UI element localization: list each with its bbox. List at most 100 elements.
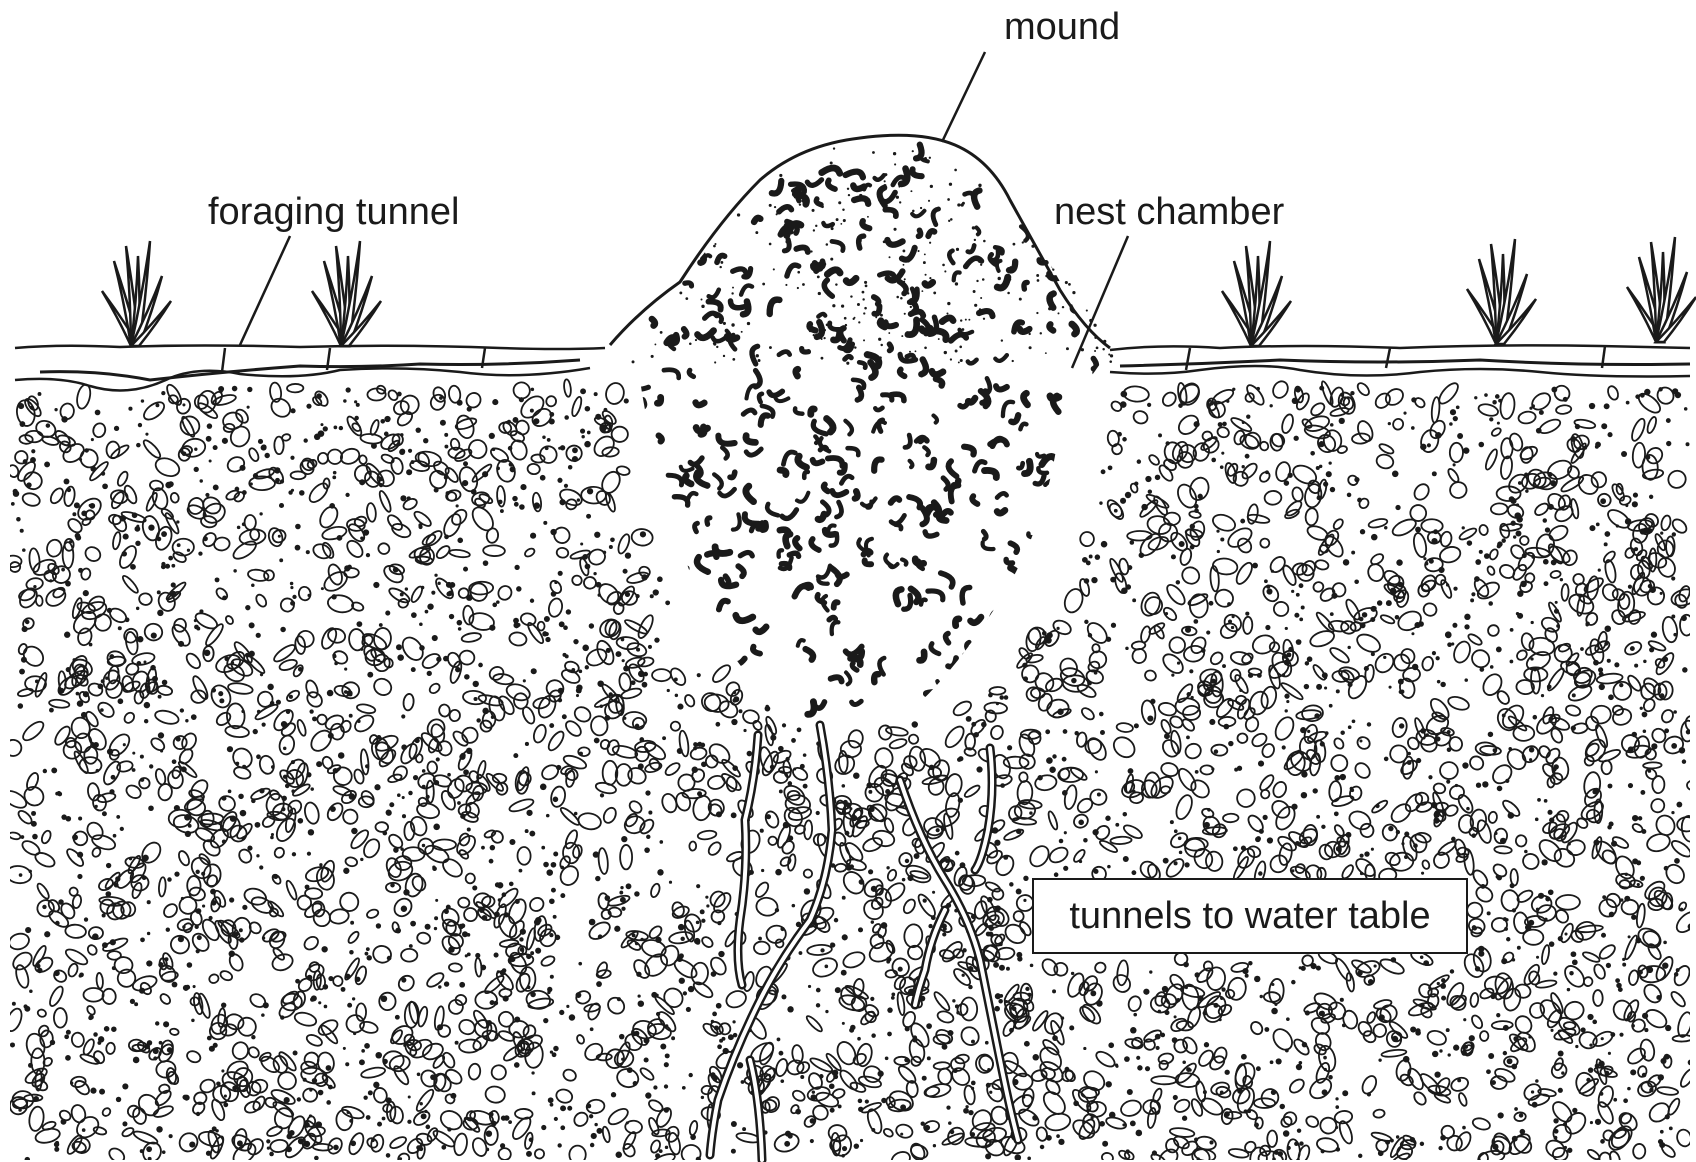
mound-stipple-dot — [802, 283, 805, 286]
nest-gallery — [717, 255, 725, 262]
soil-pebble — [777, 1038, 781, 1042]
soil-pebble — [258, 439, 263, 444]
soil-pebble — [278, 734, 296, 756]
soil-pebble — [946, 1106, 950, 1110]
soil-pebble — [517, 392, 547, 422]
soil-pebble — [384, 416, 390, 422]
soil-pebble — [1040, 1145, 1045, 1150]
soil-pebble — [541, 1125, 546, 1130]
soil-pebble — [288, 490, 292, 494]
soil-pebble — [410, 921, 416, 927]
soil-pebble — [285, 880, 299, 901]
soil-pebble — [327, 690, 334, 697]
soil-pebble — [1446, 583, 1449, 586]
soil-pebble — [295, 545, 301, 551]
soil-pebble — [775, 869, 782, 876]
soil-pebble — [520, 484, 526, 490]
soil-pebble — [332, 475, 336, 479]
soil-pebble — [1440, 983, 1446, 989]
soil-pebble — [1498, 1112, 1504, 1118]
soil-pebble — [213, 445, 218, 450]
soil-pebble — [1517, 613, 1523, 619]
soil-pebble — [25, 431, 43, 443]
soil-pebble — [513, 622, 519, 628]
mound-stipple-dot — [955, 282, 958, 285]
soil-pebble — [1083, 838, 1088, 843]
mound-stipple-dot — [1065, 281, 1068, 284]
soil-pebble — [333, 471, 337, 475]
nest-gallery — [981, 661, 989, 670]
nest-gallery — [1049, 324, 1053, 330]
soil-pebble — [1099, 501, 1102, 504]
soil-pebble — [1220, 537, 1224, 541]
mound-stipple-dot — [848, 194, 850, 196]
soil-pebble — [1014, 1154, 1021, 1161]
soil-pebble — [598, 893, 609, 910]
soil-pebble — [20, 643, 47, 670]
soil-pebble — [1552, 383, 1573, 404]
soil-pebble — [1243, 617, 1253, 635]
soil-pebble — [174, 805, 180, 811]
mound-stipple-dot — [1019, 298, 1022, 301]
soil-pebble — [567, 1106, 572, 1111]
soil-pebble — [632, 933, 636, 937]
nest-gallery — [962, 587, 970, 603]
soil-pebble — [747, 751, 753, 757]
soil-pebble — [259, 512, 262, 515]
soil-pebble — [1063, 729, 1068, 734]
soil-pebble — [365, 952, 369, 956]
soil-pebble — [165, 957, 169, 961]
soil-pebble — [1662, 962, 1668, 968]
soil-pebble — [806, 1071, 824, 1091]
soil-pebble — [623, 569, 628, 574]
soil-pebble — [1306, 524, 1330, 543]
soil-pebble — [1164, 733, 1170, 739]
soil-pebble — [1671, 811, 1674, 814]
soil-pebble — [25, 1157, 30, 1162]
mound-stipple-dot — [968, 319, 970, 321]
mound-stipple-dot — [813, 229, 815, 231]
mound-stipple-dot — [850, 295, 852, 297]
soil-pebble — [652, 669, 671, 681]
soil-pebble — [627, 799, 643, 815]
soil-pebble — [1492, 1021, 1513, 1030]
soil-pebble — [1532, 1102, 1538, 1108]
soil-pebble — [356, 403, 360, 407]
soil-pebble — [716, 1003, 722, 1009]
mound-stipple-dot — [912, 210, 915, 213]
soil-pebble — [927, 1056, 931, 1060]
soil-pebble — [21, 469, 45, 492]
soil-pebble — [75, 383, 92, 410]
soil-pebble — [292, 664, 305, 678]
soil-pebble — [1058, 1139, 1064, 1145]
soil-pebble — [1547, 523, 1570, 543]
soil-pebble — [577, 811, 602, 831]
soil-pebble — [107, 951, 121, 960]
soil-pebble — [1114, 509, 1118, 513]
soil-pebble — [290, 586, 293, 589]
soil-pebble — [1677, 816, 1696, 832]
soil-pebble — [1095, 770, 1098, 773]
soil-pebble — [1270, 379, 1290, 401]
soil-pebble — [556, 547, 569, 559]
soil-pebble — [1272, 714, 1297, 743]
soil-pebble — [1288, 473, 1293, 478]
soil-pebble — [401, 949, 417, 962]
soil-pebble — [432, 839, 456, 850]
soil-pebble — [55, 921, 60, 926]
soil-pebble — [1536, 956, 1539, 959]
soil-pebble — [1022, 1096, 1025, 1099]
soil-pebble — [319, 863, 322, 866]
soil-pebble — [1062, 790, 1068, 796]
soil-pebble — [593, 572, 596, 575]
soil-pebble — [406, 469, 412, 475]
soil-pebble — [1025, 987, 1029, 991]
soil-pebble — [514, 502, 519, 507]
soil-pebble — [1037, 775, 1042, 780]
soil-pebble — [1326, 471, 1332, 477]
soil-pebble — [1314, 559, 1329, 571]
soil-pebble — [1136, 1130, 1143, 1137]
soil-pebble — [1158, 433, 1162, 437]
soil-pebble — [820, 948, 824, 952]
soil-pebble — [61, 416, 67, 422]
